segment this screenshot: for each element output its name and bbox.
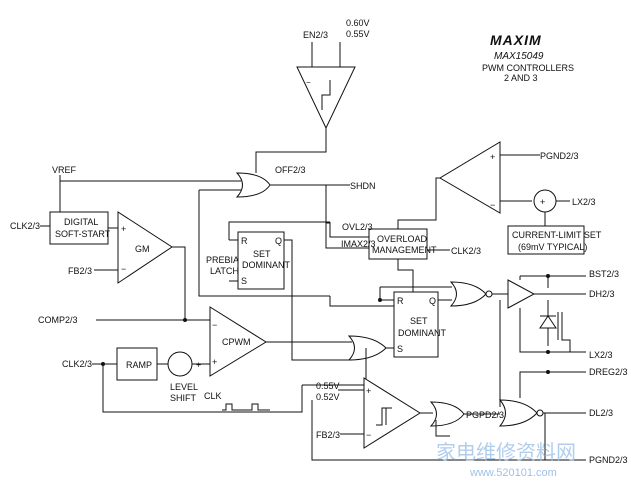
svg-text:R: R (241, 236, 248, 246)
dh-label: DH2/3 (589, 289, 615, 299)
svg-text:(69mV TYPICAL): (69mV TYPICAL) (518, 242, 587, 252)
pgpd-label: PGPD2/3 (466, 410, 504, 420)
current-limit-comparator (439, 141, 501, 214)
main-set-dominant (393, 291, 439, 358)
lx-top-label: LX2/3 (572, 197, 596, 207)
maxim-logo: MAXIM (490, 32, 542, 48)
gm-amplifier (117, 211, 173, 284)
svg-text:−: − (366, 430, 371, 440)
svg-text:S: S (397, 344, 403, 354)
high-side-nor-gate (449, 281, 487, 307)
svg-text:GM: GM (135, 244, 150, 254)
watermark-url: www.520101.com (469, 467, 557, 479)
bst-diode (539, 315, 557, 329)
v055b-label: 0.55V (316, 381, 340, 391)
off-or-gate (235, 172, 271, 198)
svg-text:+: + (540, 197, 545, 207)
svg-text:Q: Q (275, 236, 282, 246)
imax-label: IMAX2/3 (341, 239, 376, 249)
svg-text:−: − (490, 200, 495, 210)
v052-label: 0.52V (316, 392, 340, 402)
en-comparator (296, 66, 356, 130)
svg-text:SET: SET (253, 249, 271, 259)
watermark-cn: 家电维修资料网 (436, 440, 576, 464)
dl-label: DL2/3 (589, 408, 613, 418)
svg-text:DOMINANT: DOMINANT (398, 328, 446, 338)
fb-left-label: FB2/3 (68, 266, 92, 276)
fb-bottom-label: FB2/3 (316, 430, 340, 440)
v055-label: 0.55V (346, 29, 370, 39)
pgnd-top-label: PGND2/3 (540, 151, 579, 161)
cpwm-comparator (209, 306, 267, 377)
hysteresis-icon (321, 80, 331, 110)
svg-text:SOFT-START: SOFT-START (55, 229, 111, 239)
svg-text:LATCH: LATCH (210, 266, 239, 276)
dreg-label: DREG2/3 (589, 367, 628, 377)
shdn-label: SHDN (350, 181, 376, 191)
svg-text:Q: Q (429, 296, 436, 306)
en-label: EN2/3 (303, 30, 328, 40)
svg-text:CURRENT-LIMIT SET: CURRENT-LIMIT SET (512, 230, 602, 240)
svg-text:+: + (490, 152, 495, 162)
svg-text:OVERLOAD: OVERLOAD (377, 234, 428, 244)
pgpd-or-gate (429, 401, 465, 427)
clock-waveform (222, 403, 270, 411)
current-limit-set-box (507, 225, 585, 255)
svg-text:SET: SET (410, 316, 428, 326)
svg-text:SHIFT: SHIFT (170, 393, 197, 403)
en-out-wire (255, 128, 327, 173)
pgpd-comparator (363, 377, 421, 449)
svg-text:+: + (366, 386, 371, 396)
level-shift-source (167, 351, 193, 377)
svg-text:−: − (306, 78, 311, 87)
svg-text:CPWM: CPWM (222, 337, 251, 347)
svg-text:PREBIAS: PREBIAS (206, 255, 245, 265)
ovl-label: OVL2/3 (342, 222, 373, 232)
lx-mid-label: LX2/3 (589, 350, 613, 360)
off-label: OFF2/3 (275, 165, 306, 175)
clk-ramp-label: CLK2/3 (62, 359, 92, 369)
high-side-driver (507, 279, 536, 309)
soft-start-block (49, 211, 109, 245)
clk-ovl-label: CLK2/3 (451, 246, 481, 256)
svg-text:DOMINANT: DOMINANT (242, 260, 290, 270)
comp-label: COMP2/3 (38, 315, 78, 325)
overload-management-block (368, 228, 428, 260)
v060-label: 0.60V (346, 18, 370, 28)
low-side-nor-gate (498, 399, 538, 427)
clk-bottom-label: CLK (204, 391, 222, 401)
svg-text:−: − (121, 264, 126, 274)
svg-text:R: R (397, 296, 404, 306)
pgnd-bottom-label: PGND2/3 (589, 455, 628, 465)
part-number: MAX15049 (494, 51, 544, 62)
svg-text:−: − (212, 320, 217, 330)
svg-text:+: + (196, 360, 201, 370)
svg-text:DIGITAL: DIGITAL (64, 217, 98, 227)
latch-set-or-gate (347, 335, 387, 361)
svg-text:+: + (212, 357, 217, 367)
clk-left-label: CLK2/3 (10, 221, 40, 231)
subtitle-line-1: PWM CONTROLLERS (482, 63, 574, 73)
prebias-set-dominant (237, 231, 285, 290)
svg-text:S: S (241, 276, 247, 286)
vref-label: VREF (52, 165, 77, 175)
bst-label: BST2/3 (589, 269, 619, 279)
svg-text:LEVEL: LEVEL (170, 382, 198, 392)
svg-text:+: + (121, 224, 126, 234)
subtitle-line-2: 2 AND 3 (504, 73, 538, 83)
svg-text:RAMP: RAMP (126, 360, 152, 370)
svg-text:MANAGEMENT: MANAGEMENT (372, 245, 437, 255)
